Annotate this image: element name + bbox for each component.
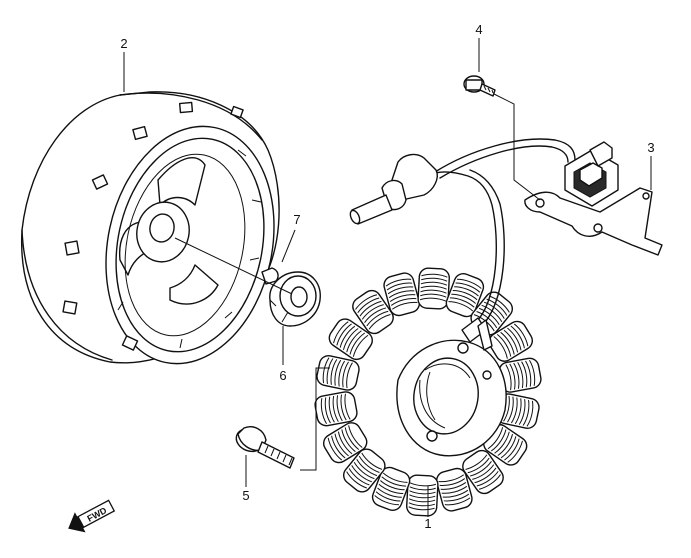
pickup-screw — [463, 75, 496, 97]
stator-coil — [383, 272, 421, 317]
callout-1: 1 — [424, 516, 431, 531]
stator-coil — [483, 423, 528, 466]
callout-7: 7 — [293, 212, 300, 227]
rotor-flywheel — [20, 91, 280, 365]
stator-coil — [316, 355, 360, 391]
stator-coil — [371, 466, 411, 512]
callout-3: 3 — [647, 140, 654, 155]
callout-labels: 2 4 3 7 6 5 1 — [120, 22, 654, 531]
stator-bolt — [235, 426, 295, 469]
stator-coil — [488, 320, 534, 362]
stator-coil — [462, 449, 504, 495]
pickup-coil-bracket — [524, 141, 663, 256]
stator-coil — [435, 467, 473, 512]
callout-2: 2 — [120, 36, 127, 51]
callout-4: 4 — [475, 22, 482, 37]
stator — [314, 267, 542, 517]
fwd-arrow: FWD — [68, 499, 116, 533]
rotor-nut — [269, 271, 321, 327]
stator-coil — [314, 391, 358, 427]
callout-6: 6 — [279, 368, 286, 383]
stator-coil — [328, 318, 373, 361]
stator-coils — [314, 267, 542, 517]
stator-coil — [322, 422, 368, 464]
shaft-centerline — [174, 237, 293, 295]
callout-5: 5 — [242, 488, 249, 503]
stator-coil — [343, 448, 386, 493]
stator-coil — [445, 272, 485, 318]
stator-coil — [406, 474, 439, 517]
wire-harness — [349, 138, 576, 351]
stator-coil — [498, 357, 542, 393]
stator-coil — [352, 289, 394, 335]
stator-coil — [417, 267, 450, 310]
leader-lines — [123, 38, 652, 517]
